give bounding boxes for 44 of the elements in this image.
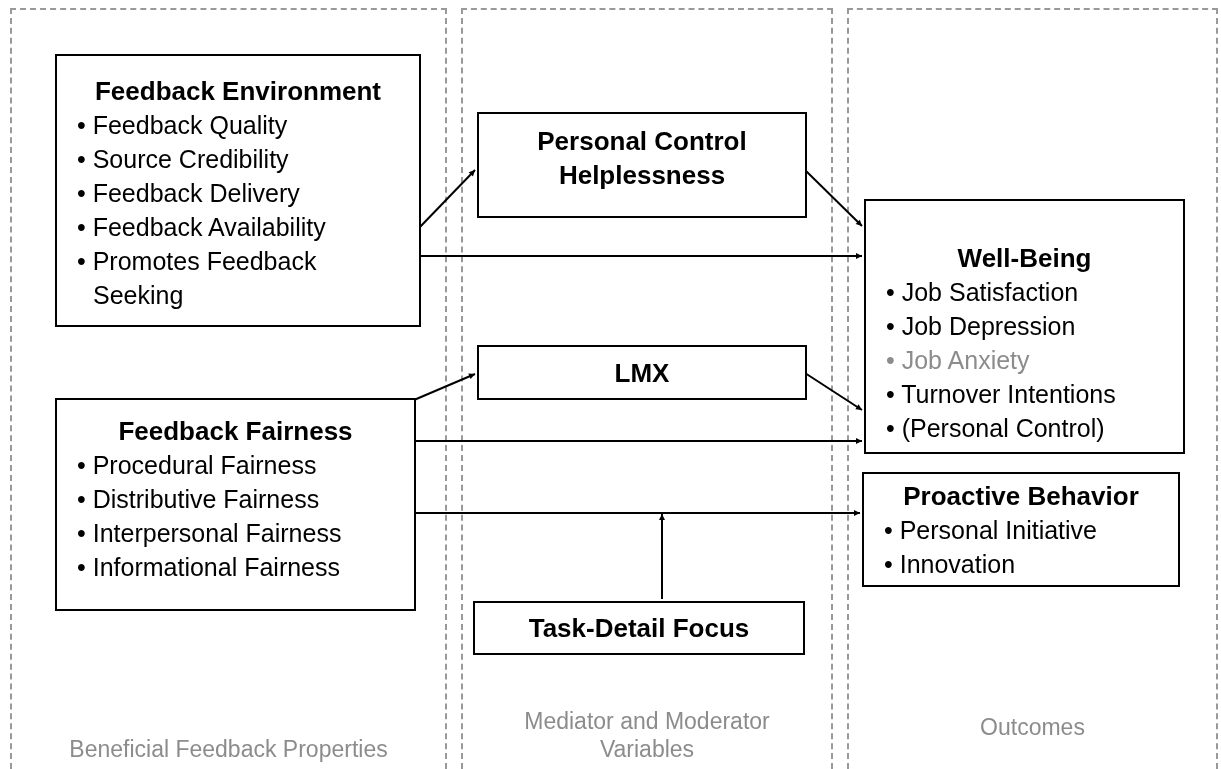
arrow <box>804 372 863 411</box>
column-panel <box>847 8 1218 769</box>
box-heading: Feedback Environment <box>93 75 383 108</box>
concept-box <box>473 601 805 655</box>
column-heading: Outcomes <box>979 713 1086 741</box>
concept-box <box>55 398 416 611</box>
bullet-item: • Source Credibility <box>77 144 290 175</box>
bullet-item: • Innovation <box>884 549 1017 580</box>
bullet-item: • Procedural Fairness <box>77 450 318 481</box>
arrow <box>413 438 863 444</box>
concept-box <box>864 199 1185 454</box>
concept-box <box>477 112 807 218</box>
bullet-item: • Feedback Delivery <box>77 178 301 209</box>
column-panel <box>461 8 833 769</box>
column-panel <box>10 8 447 769</box>
bullet-item: • Turnover Intentions <box>886 379 1117 410</box>
bullet-item: • Promotes Feedback Seeking <box>77 246 318 311</box>
column-heading: Beneficial Feedback Properties <box>68 735 389 763</box>
box-heading: Personal Control Helplessness <box>536 125 748 192</box>
bullet-item: • Job Depression <box>886 311 1077 342</box>
box-heading: Task-Detail Focus <box>527 612 751 645</box>
arrow <box>413 373 476 401</box>
box-heading: LMX <box>613 356 671 390</box>
arrow <box>659 513 665 600</box>
column-heading: Mediator and Moderator Variables <box>523 707 771 763</box>
bullet-item: • Job Satisfaction <box>886 277 1080 308</box>
bullet-item: • Feedback Quality <box>77 110 289 141</box>
concept-box <box>55 54 421 327</box>
arrow <box>418 253 863 259</box>
bullet-item: • Informational Fairness <box>77 552 342 583</box>
arrow <box>413 510 861 516</box>
bullet-item: • Distributive Fairness <box>77 484 321 515</box>
arrow <box>418 169 476 229</box>
bullet-item: • Interpersonal Fairness <box>77 518 343 549</box>
box-heading: Proactive Behavior <box>902 480 1140 513</box>
bullet-item: • Job Anxiety <box>886 345 1031 376</box>
arrow <box>804 169 863 227</box>
bullet-item: • Personal Initiative <box>884 515 1099 546</box>
concept-box <box>862 472 1180 587</box>
concept-box <box>477 345 807 400</box>
bullet-item: • (Personal Control) <box>886 413 1106 444</box>
box-heading: Feedback Fairness <box>117 415 354 448</box>
bullet-item: • Feedback Availability <box>77 212 327 243</box>
box-heading: Well-Being <box>956 242 1093 275</box>
